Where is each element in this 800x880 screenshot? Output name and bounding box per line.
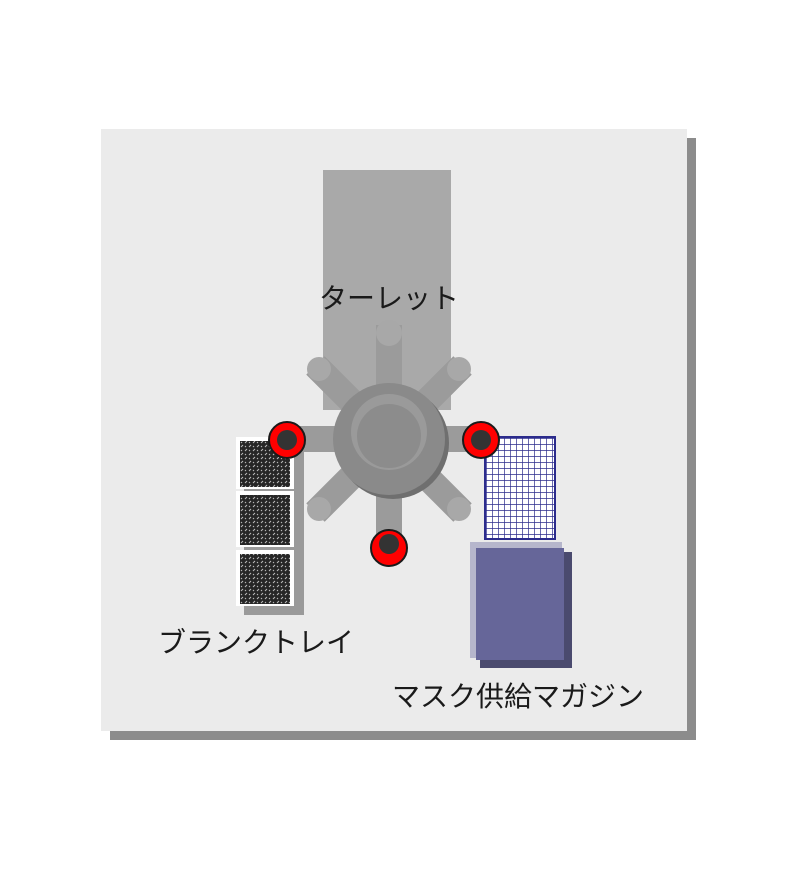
mask-magazine (470, 436, 572, 668)
turret-arm-upper-right-cap (447, 356, 472, 381)
gripper-bottom (370, 529, 408, 567)
mask-grid-area (484, 436, 556, 540)
turret-arm-upper-left-cap (306, 356, 331, 381)
blank-tray-slot-3-fill (240, 554, 290, 604)
turret-arm-lower-left-cap (306, 497, 331, 522)
blank-tray-label: ブランクトレイ (158, 626, 354, 659)
blank-tray (236, 437, 304, 615)
turret-hub-center (357, 404, 421, 468)
mask-magazine-body (476, 548, 564, 660)
turret-arm-top-cap (376, 320, 402, 346)
turret-arm-lower-right-cap (447, 497, 472, 522)
blank-tray-slot-2-fill (240, 495, 290, 545)
gripper-left (268, 421, 306, 459)
turret-label: ターレット (319, 282, 459, 315)
gripper-right (462, 421, 500, 459)
mask-magazine-label: マスク供給マガジン (392, 680, 644, 713)
